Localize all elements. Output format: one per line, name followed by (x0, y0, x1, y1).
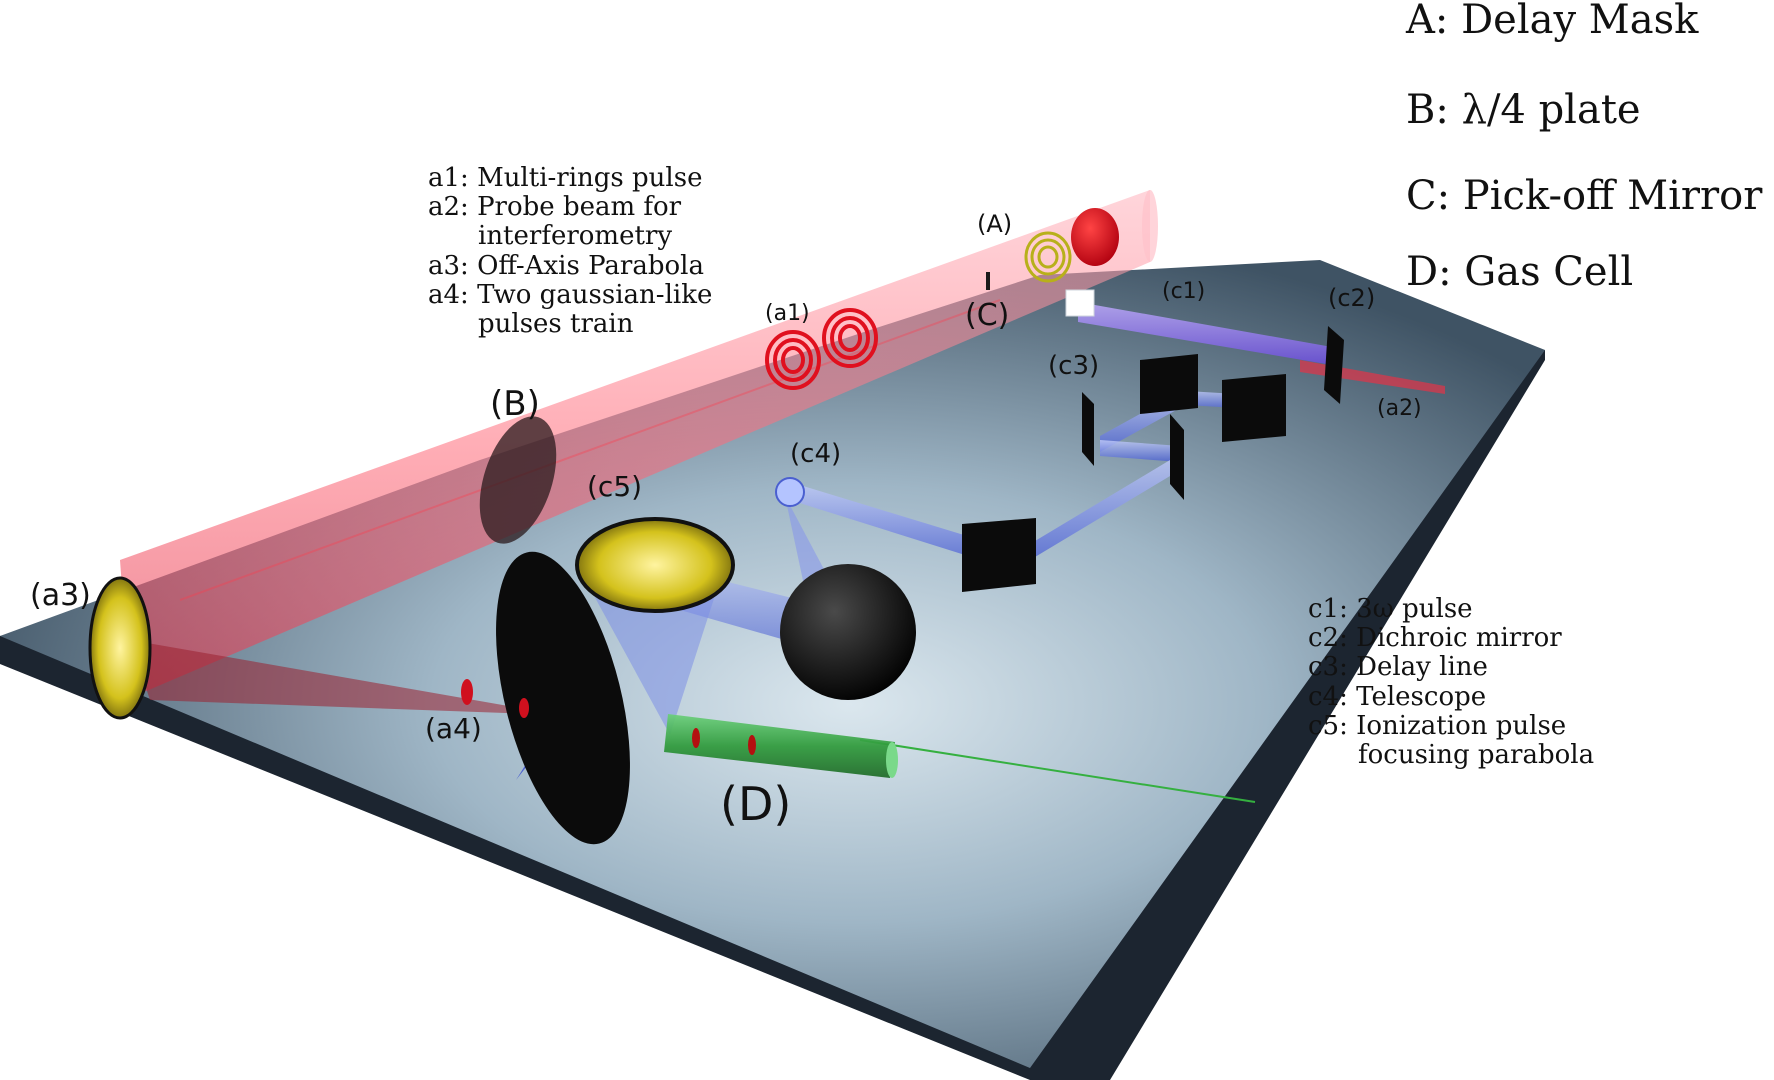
off-axis-parabola-a3 (88, 576, 152, 720)
gas-cell-end (886, 742, 898, 778)
legend-a2-cont: interferometry (478, 221, 673, 251)
dichroic-mirror-c2 (1324, 326, 1344, 404)
legend-c5-cont: focusing parabola (1358, 740, 1595, 770)
red-main-beam (120, 190, 1150, 698)
delay-mirror-square-2 (1222, 374, 1286, 442)
red-beam-end-cap (1142, 190, 1158, 262)
delay-mask-a (1024, 231, 1072, 283)
legend-quarter-wave-plate: B: λ/4 plate (1406, 87, 1641, 133)
delay-mirror-thin-2 (1170, 414, 1184, 500)
callout-a4: (a4) (425, 712, 482, 745)
telescope-lens-c4 (775, 477, 805, 507)
legend-c2: c2: Dichroic mirror (1308, 623, 1562, 653)
gas-cell-pulse-2 (748, 735, 756, 755)
legend-a3: a3: Off-Axis Parabola (428, 251, 704, 281)
legend-a4-cont: pulses train (478, 309, 634, 339)
callout-c: (C) (965, 298, 1009, 333)
callout-c4: (c4) (790, 439, 841, 469)
callout-a1: (a1) (765, 301, 810, 326)
legend-a2: a2: Probe beam for (428, 192, 682, 222)
telescope-beam (790, 482, 1000, 566)
red-disc (1071, 208, 1119, 266)
callout-b: (B) (490, 384, 540, 424)
callout-c2: (c2) (1328, 284, 1375, 312)
legend-gas-cell: D: Gas Cell (1406, 249, 1634, 295)
delay-mirror-square-3 (1140, 354, 1198, 414)
gas-cell-d (664, 714, 895, 778)
callout-c1: (c1) (1162, 279, 1205, 304)
legend-c1: c1: 3ω pulse (1308, 594, 1473, 624)
large-black-disc (496, 551, 630, 845)
gaussian-pulse-1 (461, 679, 473, 705)
multi-rings-pulse-1 (765, 330, 821, 390)
delay-mirror-square-1 (962, 518, 1036, 592)
callout-a: (A) (977, 210, 1012, 238)
delay-beam-4 (1020, 454, 1180, 566)
callout-a3: (a3) (30, 578, 91, 613)
optical-table (0, 260, 1545, 1068)
callout-c3: (c3) (1048, 351, 1099, 381)
callout-a2: (a2) (1377, 396, 1422, 421)
mask-marker (986, 272, 990, 290)
parabola-c5 (575, 517, 735, 613)
pick-off-mirror-c (1065, 289, 1095, 317)
red-focus-cone (130, 640, 560, 715)
legend-c4: c4: Telescope (1308, 682, 1487, 712)
gas-cell-pulse-1 (692, 728, 700, 748)
legend-a4: a4: Two gaussian-like (428, 280, 713, 310)
delay-mirror-thin-1 (1082, 392, 1094, 466)
telescope-cone (785, 496, 835, 590)
c1-beam (1078, 302, 1332, 365)
multi-rings-pulse-2 (822, 308, 878, 368)
legend-pick-off-mirror: C: Pick-off Mirror (1406, 173, 1763, 219)
delay-beam-3 (1100, 440, 1180, 462)
legend-c3: c3: Delay line (1308, 652, 1488, 682)
callout-c5: (c5) (587, 470, 642, 503)
output-beam-line (859, 739, 1256, 803)
ionization-focus-cone (580, 570, 720, 735)
legend-delay-mask: A: Delay Mask (1406, 0, 1699, 43)
quarter-wave-plate-b (479, 416, 557, 544)
callout-d: (D) (720, 777, 791, 831)
legend-c5: c5: Ionization pulse (1308, 711, 1567, 741)
gaussian-pulse-2 (519, 698, 529, 718)
black-sphere (780, 564, 916, 700)
legend-a1: a1: Multi-rings pulse (428, 163, 703, 193)
